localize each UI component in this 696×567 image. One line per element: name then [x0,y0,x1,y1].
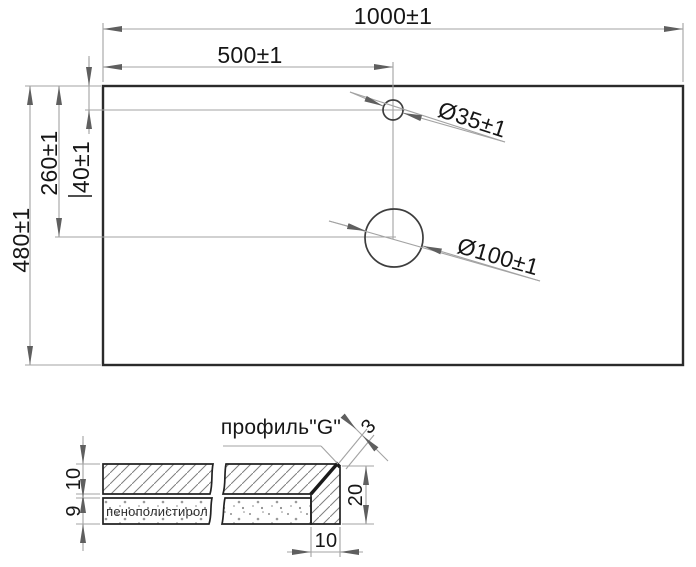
dim-height-label: 480±1 [8,207,34,272]
foam-layer-left [102,497,214,525]
ext-line-thickness-2 [345,434,375,470]
dim-arrow-thickness-2 [362,435,379,452]
foam-layer-right [220,497,312,525]
large-hole-circle [364,208,424,268]
leader-arrow-large-hole-left [328,220,367,232]
dim-width-label: 1000±1 [354,3,432,29]
leader-arrow-large-hole-right [422,245,541,282]
dim-profile-height-label: 20 [345,484,367,507]
leader-arrow-small-hole-left [349,91,384,107]
ext-line-thickness-1 [338,428,368,464]
profile-g-edge [309,461,342,496]
dim-foam-layer-label: 9 [63,505,85,516]
small-hole-circle [382,99,404,121]
top-layer-right [221,463,339,495]
large-hole-label: Ø100±1 [454,232,541,280]
top-layer-left [102,463,215,495]
dim-small-hole-y-label: 40±1 [68,141,94,193]
small-hole-label: Ø35±1 [435,96,510,142]
section-view: 10 9 20 10 3 профиль"G" пенополистирол [63,413,389,557]
dim-large-hole-y-label: 260±1 [36,130,62,195]
top-view: 1000±1 500±1 480±1 260±1 40±1 Ø35±1 Ø100… [8,3,685,367]
dim-profile-foot-label: 10 [315,530,338,552]
profile-leader-label: профиль"G" [221,416,341,439]
dim-arrow-thickness-1 [340,413,357,430]
dim-hole-offset-label: 500±1 [217,42,282,68]
dim-profile-thickness-label: 3 [357,415,381,439]
leader-arrow-small-hole-right [402,112,506,143]
leader-line-profile [320,445,339,465]
foam-material-label: пенополистирол [106,504,208,519]
dim-top-layer-label: 10 [63,468,85,491]
